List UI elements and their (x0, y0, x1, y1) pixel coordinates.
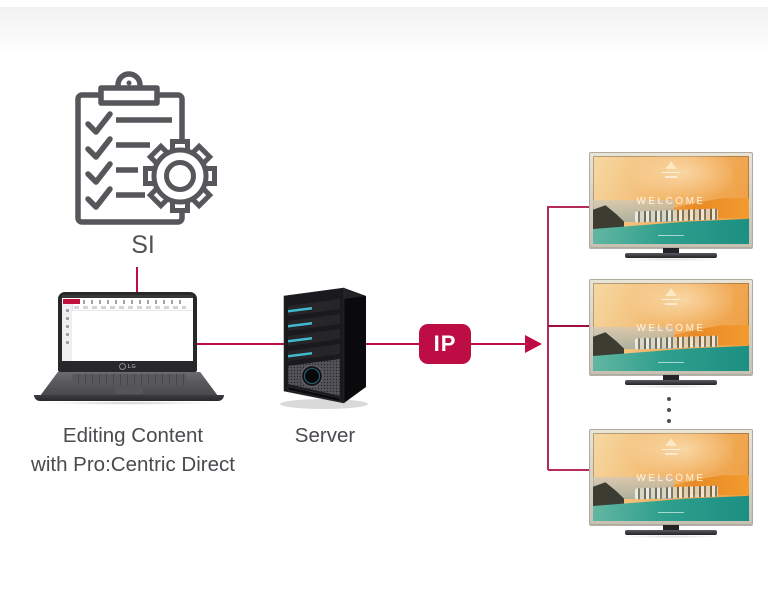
editing-content-line1: Editing Content (62, 424, 204, 447)
tv-shadow (619, 258, 723, 261)
welcome-text: WELCOME (636, 323, 706, 335)
tv-display-2: WELCOME (589, 279, 753, 391)
laptop-app-titlebar (62, 295, 193, 298)
server-shadow (280, 399, 368, 409)
branch-stub-tv3 (548, 469, 590, 471)
screen-caption-line (658, 511, 684, 514)
laptop-base (34, 395, 224, 401)
laptop-app-toolbar (83, 299, 183, 304)
screen-sun-glow (624, 433, 734, 482)
tv-frame: WELCOME (589, 279, 753, 375)
tv-stand-base (625, 380, 717, 385)
clipboard-checklist-gear-icon (75, 71, 217, 225)
ip-to-displays-arrow-line (470, 343, 527, 346)
lg-logo-icon (118, 363, 126, 370)
tv-shadow (619, 535, 723, 538)
tv-display-1: WELCOME (589, 152, 753, 264)
hotel-logo-text-line (662, 298, 680, 301)
top-gradient-band (0, 7, 768, 55)
screen-village (635, 335, 718, 350)
branch-stub-tv2 (548, 325, 590, 328)
arrow-head-icon (525, 335, 542, 353)
si-label: SI (131, 231, 155, 259)
clipboard-clip-dot (126, 80, 132, 86)
laptop-screen (62, 295, 193, 361)
tv-stand-neck (663, 375, 679, 381)
tv-stand-base (625, 530, 717, 535)
hotel-logo-icon (665, 161, 677, 170)
branch-vertical-line (547, 206, 549, 470)
server-label: Server (294, 424, 356, 447)
laptop-touchpad (114, 387, 144, 394)
tv-stand-neck (663, 248, 679, 254)
tv-frame: WELCOME (589, 429, 753, 525)
screen-sun-glow (624, 156, 734, 205)
server-tower-icon (280, 287, 368, 409)
server-drive-bays (288, 299, 340, 361)
ip-badge-text: IP (433, 331, 457, 356)
laptop-app-ruler (74, 306, 186, 309)
hotel-logo-text-line (665, 176, 677, 178)
editing-content-line2: with Pro:Centric Direct (31, 453, 235, 476)
laptop-app-logo-chip (63, 299, 80, 304)
hotel-logo-icon (665, 438, 677, 447)
hotel-logo-text-line (662, 171, 680, 174)
screen-caption-line (658, 234, 684, 237)
checklist-lines (116, 117, 172, 198)
hotel-logo-icon (665, 288, 677, 297)
server-bottom-slot (287, 386, 341, 402)
tv-screen: WELCOME (593, 433, 749, 521)
laptop-chin: LG (58, 361, 197, 372)
checklist-checkmarks (85, 111, 113, 210)
screen-caption-line (658, 361, 684, 364)
tv-stand-neck (663, 525, 679, 531)
tv-display-3: WELCOME (589, 429, 753, 541)
tv-frame: WELCOME (589, 152, 753, 248)
si-to-laptop-connector (136, 267, 138, 295)
tv-stand-base (625, 253, 717, 258)
screen-sun-glow (624, 283, 734, 332)
gear-icon (143, 139, 217, 213)
editing-content-label: Editing Content with Pro:Centric Direct (8, 421, 258, 479)
laptop-keyboard-deck (40, 372, 218, 396)
welcome-text: WELCOME (636, 196, 706, 208)
server-side-face (344, 288, 366, 403)
clipboard-clip-tab (98, 85, 160, 106)
screen-village (635, 485, 718, 500)
tv-screen: WELCOME (593, 156, 749, 244)
laptop-shadow (44, 401, 214, 405)
server-power-knob (300, 364, 324, 388)
laptop: LG (58, 292, 197, 372)
screen-village (635, 208, 718, 223)
tv-shadow (619, 385, 723, 388)
laptop-brand-text: LG (127, 363, 137, 370)
hotel-logo-text-line (665, 453, 677, 455)
hotel-logo-text-line (665, 303, 677, 305)
hotel-logo-text-line (662, 448, 680, 451)
tv-screen: WELCOME (593, 283, 749, 371)
laptop-app-canvas (72, 310, 193, 361)
branch-stub-tv1 (548, 206, 590, 208)
laptop-keyboard (72, 374, 186, 385)
more-displays-ellipsis-icon (667, 397, 671, 430)
ip-badge: IP (419, 324, 471, 364)
welcome-text: WELCOME (636, 473, 706, 485)
